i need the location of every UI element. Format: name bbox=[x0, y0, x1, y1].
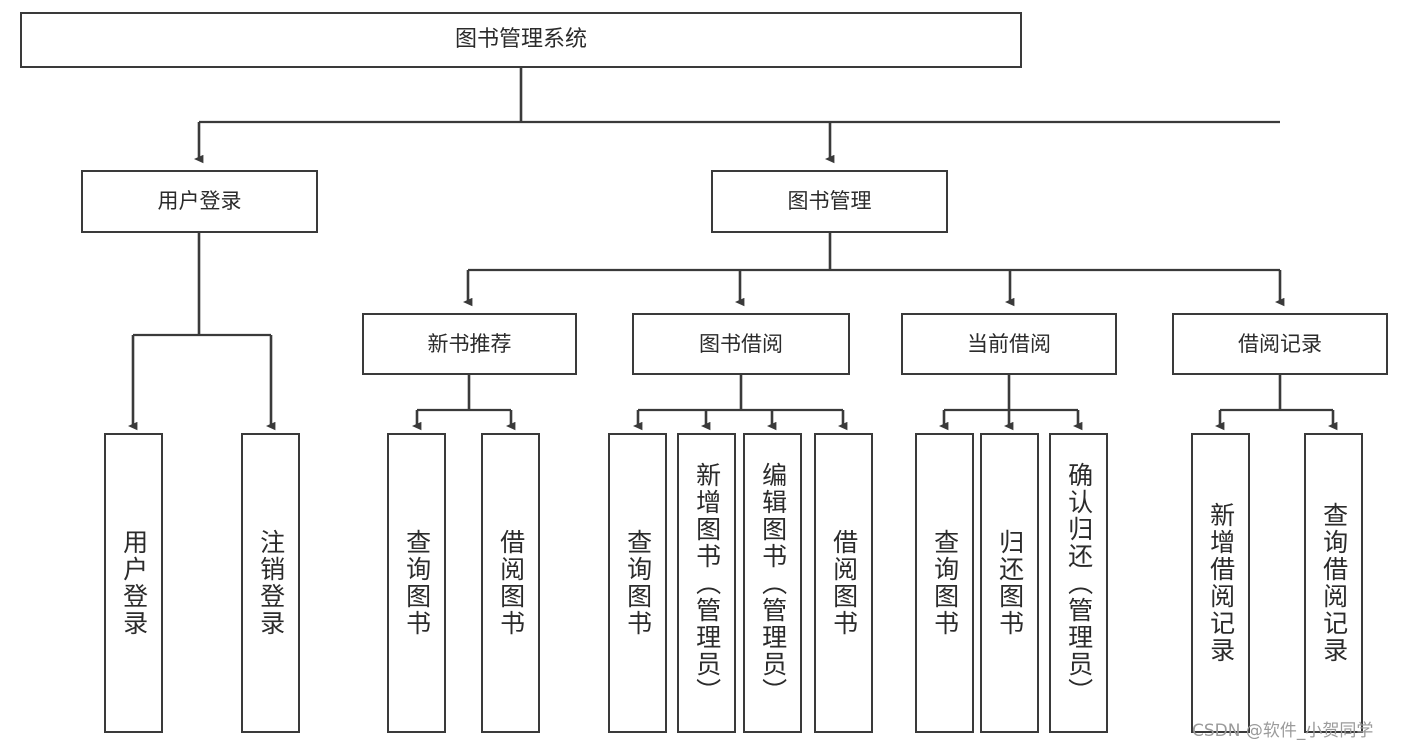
node-label: 查询借阅记录 bbox=[1319, 502, 1349, 664]
node-book-management[interactable]: 图书管理 bbox=[711, 170, 948, 233]
node-leaf-borrow-book[interactable]: 借阅图书 bbox=[814, 433, 873, 733]
node-current-borrow[interactable]: 当前借阅 bbox=[901, 313, 1117, 375]
node-label: 用户登录 bbox=[119, 529, 149, 637]
node-label: 编辑图书（管理员） bbox=[758, 461, 788, 705]
node-user-login[interactable]: 用户登录 bbox=[81, 170, 318, 233]
node-leaf-logout[interactable]: 注销登录 bbox=[241, 433, 300, 733]
node-leaf-user-login[interactable]: 用户登录 bbox=[104, 433, 163, 733]
node-label: 用户登录 bbox=[157, 189, 242, 214]
node-book-borrow[interactable]: 图书借阅 bbox=[632, 313, 850, 375]
node-label: 图书管理 bbox=[787, 189, 872, 214]
node-label: 图书管理系统 bbox=[454, 27, 587, 53]
node-label: 新增借阅记录 bbox=[1206, 502, 1236, 664]
node-label: 新书推荐 bbox=[427, 331, 512, 356]
node-label: 借阅图书 bbox=[496, 529, 526, 637]
node-label: 借阅记录 bbox=[1238, 331, 1322, 356]
node-leaf-query-book-borrow[interactable]: 查询图书 bbox=[608, 433, 667, 733]
node-leaf-return-book[interactable]: 归还图书 bbox=[980, 433, 1039, 733]
node-root-system[interactable]: 图书管理系统 bbox=[20, 12, 1022, 68]
node-leaf-query-book-current[interactable]: 查询图书 bbox=[915, 433, 974, 733]
node-leaf-confirm-return-admin[interactable]: 确认归还（管理员） bbox=[1049, 433, 1108, 733]
node-leaf-edit-book-admin[interactable]: 编辑图书（管理员） bbox=[743, 433, 802, 733]
node-leaf-add-borrow-record[interactable]: 新增借阅记录 bbox=[1191, 433, 1250, 733]
node-leaf-add-book-admin[interactable]: 新增图书（管理员） bbox=[677, 433, 736, 733]
node-new-book-recommend[interactable]: 新书推荐 bbox=[362, 313, 577, 375]
node-label: 注销登录 bbox=[256, 529, 286, 637]
node-borrow-record[interactable]: 借阅记录 bbox=[1172, 313, 1388, 375]
node-label: 图书借阅 bbox=[699, 331, 783, 356]
node-label: 新增图书（管理员） bbox=[692, 461, 722, 705]
node-leaf-query-borrow-record[interactable]: 查询借阅记录 bbox=[1304, 433, 1363, 733]
node-leaf-borrow-book-recommend[interactable]: 借阅图书 bbox=[481, 433, 540, 733]
node-label: 查询图书 bbox=[930, 529, 960, 637]
node-label: 查询图书 bbox=[623, 529, 653, 637]
node-label: 查询图书 bbox=[402, 529, 432, 637]
node-label: 归还图书 bbox=[995, 529, 1025, 637]
node-label: 当前借阅 bbox=[967, 331, 1051, 356]
node-leaf-query-book-recommend[interactable]: 查询图书 bbox=[387, 433, 446, 733]
node-label: 借阅图书 bbox=[829, 529, 859, 637]
watermark: CSDN @软件_小贺同学 bbox=[1192, 721, 1374, 741]
node-label: 确认归还（管理员） bbox=[1064, 461, 1094, 705]
